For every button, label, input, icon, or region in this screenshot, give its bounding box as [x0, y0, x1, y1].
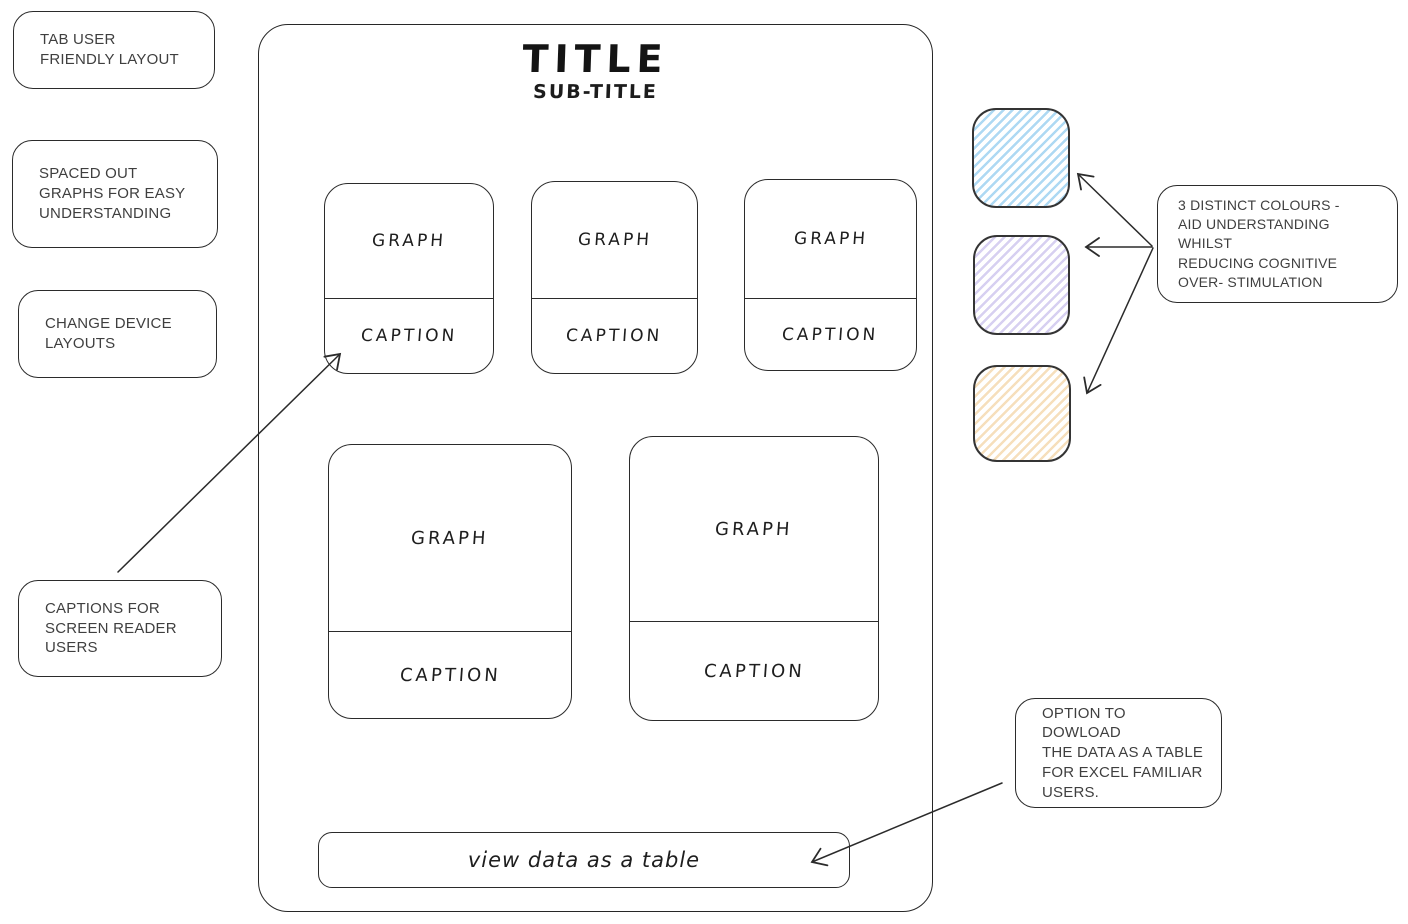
graph-area: GRAPH	[532, 182, 697, 299]
graph-card-2: GRAPH CAPTION	[531, 181, 698, 374]
dashboard-subtitle: SUB-TITLE	[532, 81, 659, 103]
swatch-light-orange	[973, 365, 1071, 462]
note-text: CAPTIONS FOR SCREEN READER USERS	[45, 599, 177, 657]
note-text: CHANGE DEVICE LAYOUTS	[45, 315, 172, 352]
graph-card-5: GRAPH CAPTION	[629, 436, 879, 721]
note-tab-user-friendly: TAB USER FRIENDLY LAYOUT	[13, 11, 215, 89]
graph-label: GRAPH	[371, 231, 447, 251]
note-text: 3 DISTINCT COLOURS - AID UNDERSTANDING W…	[1178, 196, 1340, 290]
graph-area: GRAPH	[745, 180, 916, 299]
dashboard-frame: TITLE SUB-TITLE GRAPH CAPTION GRAPH CAPT…	[258, 24, 933, 912]
note-text: OPTION TO DOWLOAD THE DATA AS A TABLE FO…	[1042, 704, 1204, 801]
note-text: TAB USER FRIENDLY LAYOUT	[40, 31, 179, 68]
swatch-light-blue	[972, 108, 1070, 208]
arrow-colours-to-orange-swatch	[1083, 247, 1154, 395]
caption-area: CAPTION	[630, 622, 878, 720]
note-text: SPACED OUT GRAPHS FOR EASY UNDERSTANDING	[39, 165, 186, 222]
view-data-as-table-button[interactable]: view data as a table	[318, 832, 850, 888]
dashboard-title: TITLE	[521, 37, 670, 81]
note-spaced-out-graphs: SPACED OUT GRAPHS FOR EASY UNDERSTANDING	[12, 140, 218, 248]
note-change-device-layouts: CHANGE DEVICE LAYOUTS	[18, 290, 217, 378]
swatch-light-purple	[973, 235, 1070, 335]
graph-label: GRAPH	[792, 229, 869, 249]
caption-label: CAPTION	[360, 326, 458, 346]
caption-area: CAPTION	[329, 632, 571, 718]
note-captions-screen-reader: CAPTIONS FOR SCREEN READER USERS	[18, 580, 222, 677]
graph-area: GRAPH	[329, 445, 571, 632]
note-three-distinct-colours: 3 DISTINCT COLOURS - AID UNDERSTANDING W…	[1157, 185, 1398, 303]
caption-area: CAPTION	[532, 299, 697, 373]
caption-label: CAPTION	[781, 324, 880, 345]
caption-area: CAPTION	[745, 299, 916, 370]
caption-label: CAPTION	[398, 664, 502, 686]
graph-label: GRAPH	[576, 230, 653, 250]
caption-label: CAPTION	[565, 326, 664, 346]
graph-card-3: GRAPH CAPTION	[744, 179, 917, 371]
caption-label: CAPTION	[702, 660, 806, 682]
graph-area: GRAPH	[630, 437, 878, 622]
graph-card-1: GRAPH CAPTION	[324, 183, 494, 374]
graph-card-4: GRAPH CAPTION	[328, 444, 572, 719]
view-data-as-table-label: view data as a table	[467, 848, 701, 872]
graph-label: GRAPH	[714, 518, 794, 540]
note-download-option: OPTION TO DOWLOAD THE DATA AS A TABLE FO…	[1015, 698, 1222, 808]
graph-area: GRAPH	[325, 184, 493, 299]
arrow-colours-to-blue-swatch	[1076, 172, 1153, 247]
caption-area: CAPTION	[325, 299, 493, 373]
graph-label: GRAPH	[410, 527, 490, 549]
